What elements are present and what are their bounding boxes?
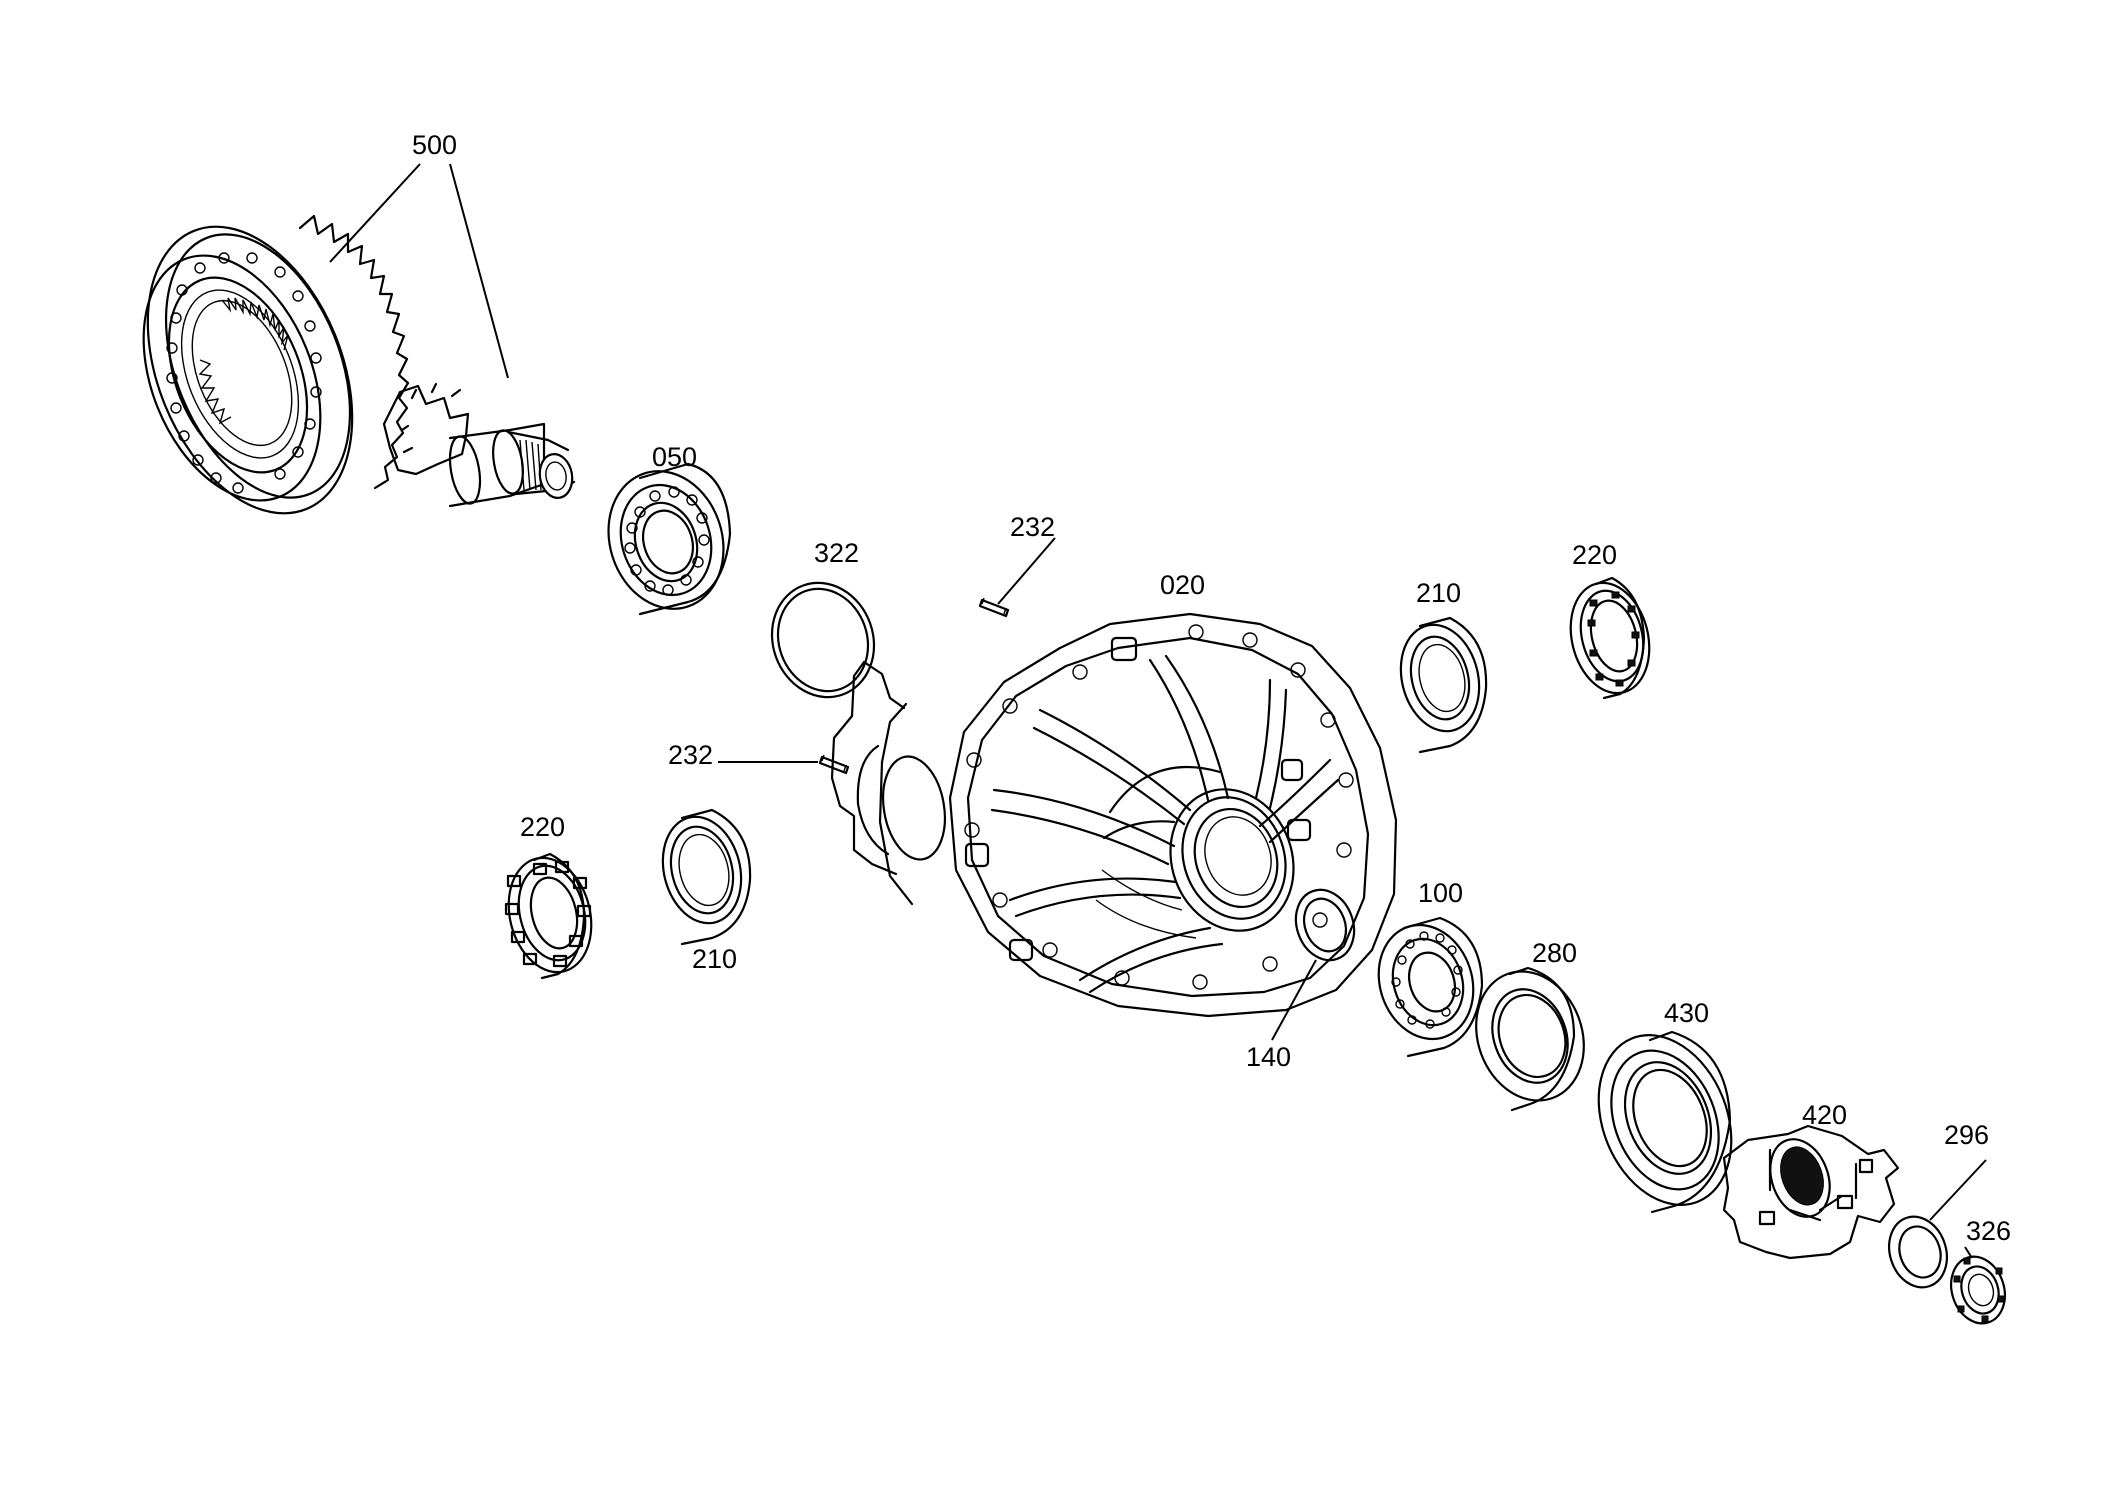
- shim-ring-140: [1294, 888, 1356, 962]
- cover-430: [1597, 1030, 1733, 1214]
- nut-326: [1950, 1255, 2006, 1325]
- callout-500: 500: [412, 130, 457, 160]
- callout-220-lower: 220: [520, 812, 565, 842]
- leader-326: [1964, 1246, 1973, 1259]
- bearing-050: [607, 462, 732, 616]
- adjusting-nut-220-lower: [504, 852, 593, 980]
- leader-296: [1929, 1159, 1987, 1221]
- callout-296: 296: [1944, 1120, 1989, 1150]
- leader-500-pinion: [449, 163, 509, 379]
- callout-050: 050: [652, 442, 697, 472]
- callout-326: 326: [1966, 1216, 2011, 1246]
- callout-430: 430: [1664, 998, 1709, 1028]
- callout-420: 420: [1802, 1100, 1847, 1130]
- callout-labels: 500 050 322 232 020 210 220 232 220 210 …: [412, 130, 2011, 1246]
- pin-232-lower: [818, 754, 850, 775]
- seal-280: [1475, 966, 1585, 1112]
- callout-232-lower: 232: [668, 740, 713, 770]
- callout-280: 280: [1532, 938, 1577, 968]
- flange-yoke-420: [1722, 1124, 1900, 1260]
- callout-210-upper: 210: [1416, 578, 1461, 608]
- callout-322: 322: [814, 538, 859, 568]
- bearing-cup-210-upper: [1399, 616, 1488, 754]
- pin-232-upper: [978, 597, 1010, 618]
- leader-lines: [329, 163, 1987, 1259]
- housing-020: [830, 612, 1398, 1018]
- bearing-cup-210-lower: [661, 808, 752, 946]
- washer-296: [1888, 1215, 1948, 1289]
- ring-gear-500: [142, 214, 410, 515]
- callout-232-upper: 232: [1010, 512, 1055, 542]
- callout-020: 020: [1160, 570, 1205, 600]
- callout-100: 100: [1418, 878, 1463, 908]
- bearing-100: [1377, 916, 1484, 1058]
- callout-210-lower: 210: [692, 944, 737, 974]
- leader-140: [1271, 959, 1317, 1041]
- callout-220-upper: 220: [1572, 540, 1617, 570]
- leader-232-upper: [997, 537, 1056, 605]
- adjusting-nut-220-upper: [1569, 576, 1651, 700]
- snap-ring-322: [770, 581, 876, 699]
- leader-500-gear: [329, 163, 421, 263]
- callout-140: 140: [1246, 1042, 1291, 1072]
- pinion-shaft-500: [382, 382, 576, 508]
